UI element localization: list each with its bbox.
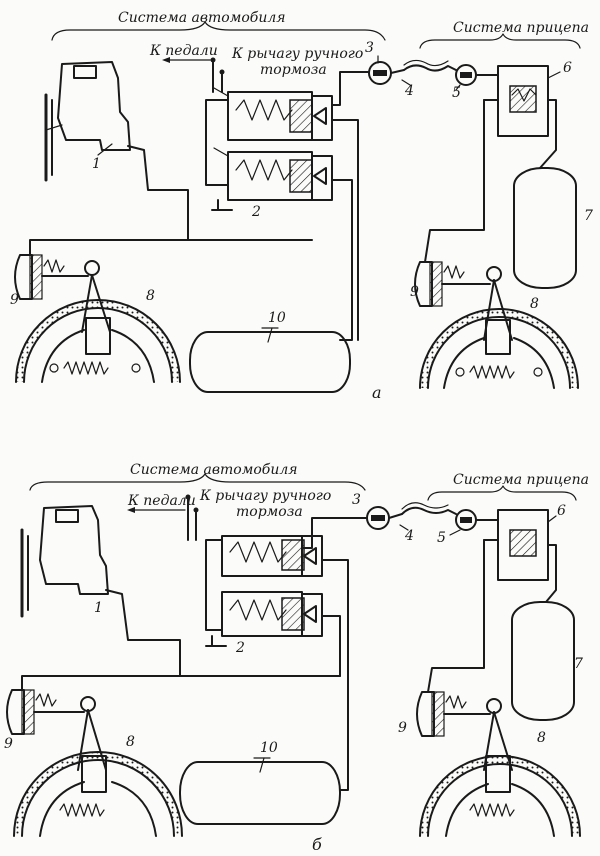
part-label-8-trailer-b: 8 <box>537 730 546 746</box>
vehicle-brake-chamber-9: 9 <box>10 254 100 308</box>
part-label-8-vehicle: 8 <box>146 288 155 304</box>
part-label-9-vehicle: 9 <box>10 292 19 308</box>
trailer-system-brace <box>419 33 581 49</box>
to-lever-label-line1: К рычагу ручного <box>231 46 363 62</box>
to-pedal-label-b: К педали <box>127 493 196 509</box>
part-label-9-vehicle-b: 9 <box>4 736 13 752</box>
coupling-5-b: 5 <box>437 509 499 546</box>
part-label-2: 2 <box>251 204 261 220</box>
part-label-7-b: 7 <box>574 656 583 672</box>
vehicle-reservoir-10-b: 10 <box>179 740 341 825</box>
vehicle-brake-drum-8-b: 8 <box>13 709 183 837</box>
master-cylinder-1-b: 1 <box>20 505 177 641</box>
vehicle-reservoir-10: 10 <box>189 310 351 393</box>
to-lever-label-line1-b: К рычагу ручного <box>199 488 331 504</box>
part-label-3: 3 <box>365 40 374 56</box>
reservoir-feed-line-2-b <box>321 615 341 677</box>
trailer-brake-chamber-9: 9 <box>410 261 502 307</box>
part-label-9-trailer: 9 <box>410 284 419 300</box>
vehicle-system-brace <box>51 21 386 41</box>
part-label-1-b: 1 <box>94 600 103 616</box>
master-cylinder-1: 1 <box>44 61 171 191</box>
part-label-1: 1 <box>92 156 101 172</box>
part-label-6-b: 6 <box>557 503 566 519</box>
part-label-3-b: 3 <box>352 492 361 508</box>
coupling-5: 5 <box>452 64 499 101</box>
part-label-8-trailer: 8 <box>530 296 539 312</box>
trailer-brake-line-b <box>427 539 485 693</box>
trailer-system-brace-b <box>427 485 577 501</box>
vehicle-system-brace-b <box>29 473 366 491</box>
part-label-4: 4 <box>404 83 414 99</box>
trailer-reservoir-7: 7 <box>513 167 593 289</box>
diagram-b: Система автомобиля Система прицепа К пед… <box>4 462 589 854</box>
diagram-a-caption: а <box>372 383 382 402</box>
part-label-9-trailer-b: 9 <box>398 720 407 736</box>
to-pedal-label: К педали <box>149 43 218 59</box>
diagram-a: Система автомобиля Система прицепа К пед… <box>10 10 593 402</box>
part-label-2-b: 2 <box>235 640 245 656</box>
trailer-reservoir-7-b: 7 <box>511 601 583 721</box>
part-label-8-vehicle-b: 8 <box>126 734 135 750</box>
trailer-brake-line <box>424 99 485 263</box>
trailer-system-header: Система прицепа <box>453 20 589 36</box>
part-label-5-b: 5 <box>437 530 446 546</box>
part-label-10-b: 10 <box>260 740 278 756</box>
control-valve-2-b: 2 <box>187 496 323 656</box>
control-valve-2: 2 <box>205 59 333 220</box>
part-label-5: 5 <box>452 85 461 101</box>
part-label-7: 7 <box>584 208 593 224</box>
part-label-4-b: 4 <box>404 528 414 544</box>
vehicle-brake-line <box>29 189 189 256</box>
trailer-brake-chamber-9-b: 9 <box>398 691 502 737</box>
vehicle-brake-line-b <box>21 639 181 691</box>
trailer-system-header-b: Система прицепа <box>453 472 589 488</box>
trailer-valve-6-b: 6 <box>483 503 566 603</box>
vehicle-brake-drum-8: 8 <box>15 274 181 383</box>
trailer-valve-6: 6 <box>483 60 572 169</box>
reservoir-feed-line-2 <box>331 119 359 341</box>
to-pedal-arrowhead <box>162 57 170 63</box>
part-label-10: 10 <box>268 310 286 326</box>
vehicle-brake-chamber-9-b: 9 <box>4 689 96 752</box>
coupling-3-4: 3 4 <box>331 40 457 106</box>
part-label-6: 6 <box>563 60 572 76</box>
to-lever-label-line2: тормоза <box>260 62 327 78</box>
vehicle-system-header: Система автомобиля <box>118 10 286 26</box>
diagram-b-caption: б <box>312 835 322 854</box>
coupling-3-4-b: 3 4 <box>301 492 457 549</box>
vehicle-system-header-b: Система автомобиля <box>130 462 298 478</box>
to-lever-label-line2-b: тормоза <box>236 504 303 520</box>
trailer-brake-drum-8-b: 8 <box>419 711 581 837</box>
trailer-brake-drum-8: 8 <box>419 279 579 389</box>
reservoir-feed-line <box>331 179 353 341</box>
reservoir-feed-line-b <box>321 559 349 791</box>
